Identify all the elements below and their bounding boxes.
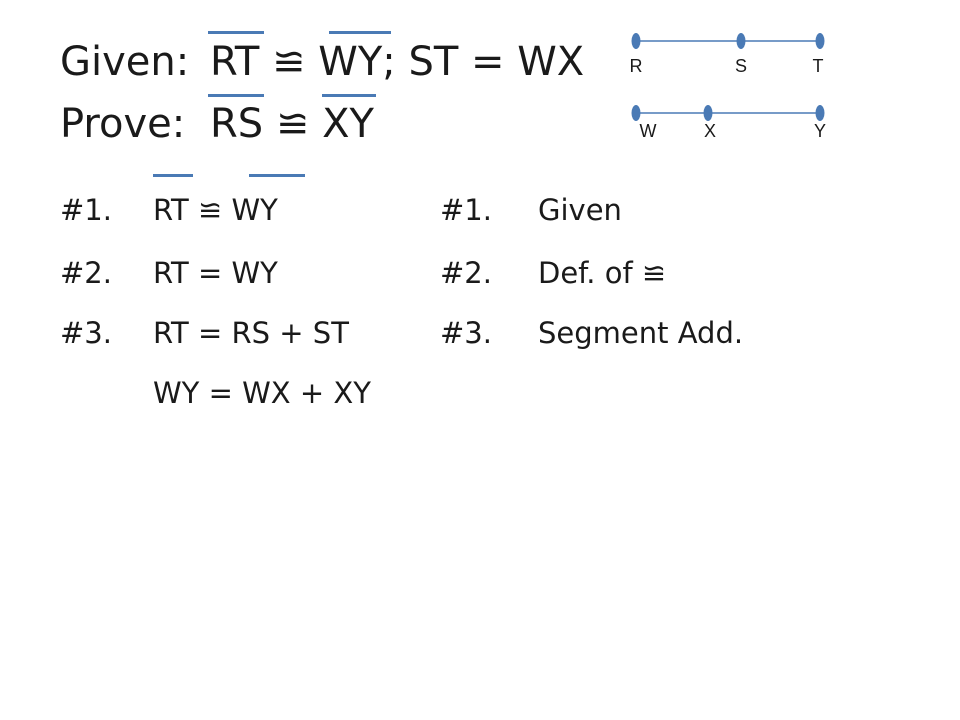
row4-statement: WY = WX + XY — [153, 376, 371, 410]
row1-reason-number: #1. — [440, 193, 492, 227]
prove-statement: RS ≌ XY — [210, 101, 374, 147]
row2-statement: RT = WY — [153, 256, 278, 290]
given-statement: RT ≌ WY; ST = WX — [210, 39, 585, 85]
label-w: W — [640, 121, 657, 141]
point-w — [631, 105, 641, 121]
point-y — [815, 105, 825, 121]
row2-number: #2. — [60, 256, 112, 290]
row3-number: #3. — [60, 316, 112, 350]
overbar-row1-rt — [153, 174, 193, 177]
prove-label: Prove: — [60, 101, 186, 147]
label-t: T — [813, 56, 824, 76]
label-x: X — [704, 121, 716, 141]
point-x — [703, 105, 713, 121]
label-y: Y — [814, 121, 826, 141]
row3-reason: Segment Add. — [538, 316, 744, 350]
overbar-given-rt — [208, 31, 264, 34]
row2-reason: Def. of ≌ — [538, 256, 667, 290]
row3-statement: RT = RS + ST — [153, 316, 349, 350]
row2-reason-number: #2. — [440, 256, 492, 290]
point-r — [631, 33, 641, 49]
row1-reason: Given — [538, 193, 622, 227]
row1-number: #1. — [60, 193, 112, 227]
overbar-prove-xy — [322, 94, 376, 97]
segment-diagram: R S T W X Y — [630, 33, 826, 141]
row3-reason-number: #3. — [440, 316, 492, 350]
given-label: Given: — [60, 39, 190, 85]
overbar-given-wy — [329, 31, 391, 34]
overbar-prove-rs — [208, 94, 264, 97]
point-s — [736, 33, 746, 49]
overbar-row1-wy — [249, 174, 305, 177]
label-s: S — [735, 56, 747, 76]
point-t — [815, 33, 825, 49]
row1-statement: RT ≌ WY — [153, 193, 278, 227]
label-r: R — [630, 56, 643, 76]
